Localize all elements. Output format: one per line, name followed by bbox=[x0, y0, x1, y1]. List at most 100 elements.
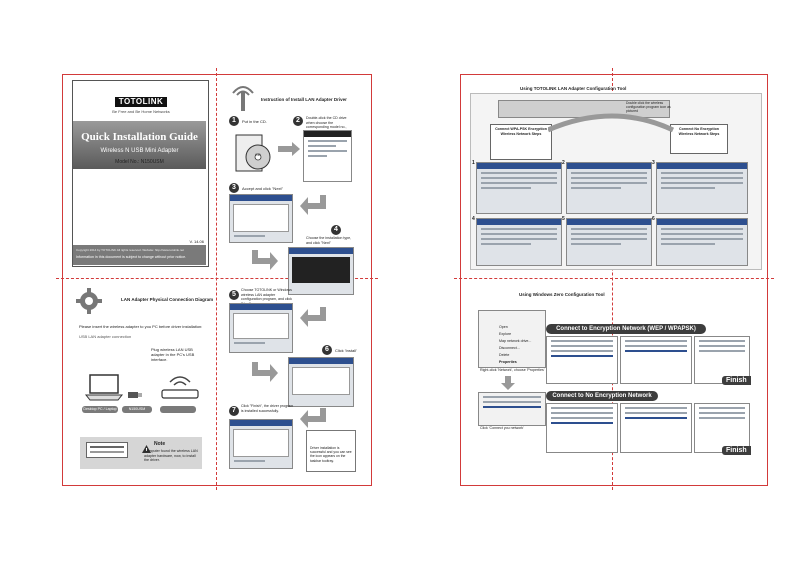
left-callout: Connect WPA-PSK Encryption Wireless Netw… bbox=[490, 124, 552, 160]
config-screenshot-1 bbox=[476, 162, 562, 214]
right-fold-vertical bbox=[612, 68, 613, 490]
brand-logo: TOTOLINK bbox=[115, 97, 167, 107]
config-program-screenshot bbox=[229, 303, 293, 353]
grid-number-1: 1 bbox=[472, 160, 475, 166]
encrypted-network-banner: Connect to Encryption Network (WEP / WPA… bbox=[546, 324, 706, 334]
model-number: Model No.: N150USM bbox=[115, 159, 164, 165]
tray-hint: Double click the wireless configuration … bbox=[626, 101, 671, 114]
gear-icon bbox=[75, 287, 103, 320]
grid-number-2: 2 bbox=[562, 160, 565, 166]
network-context-menu: Open Explore Map network drive... Discon… bbox=[478, 310, 546, 368]
adapter-label: N150USM bbox=[122, 406, 152, 413]
left-fold-horizontal bbox=[56, 278, 378, 279]
arrow-bent-5 bbox=[300, 408, 326, 433]
step-3-text: Accept and click "Next" bbox=[242, 186, 284, 191]
encrypted-step-1 bbox=[546, 336, 618, 384]
open-step-1 bbox=[546, 403, 618, 453]
install-type-screenshot bbox=[288, 247, 354, 295]
open-step-3 bbox=[694, 403, 750, 453]
step-6-text: Click 'Install' bbox=[335, 348, 357, 353]
arrow-down-1 bbox=[501, 376, 515, 395]
config-screenshot-4 bbox=[476, 218, 562, 266]
plug-instruction: Plug wireless LAN USB adapter in the PC'… bbox=[151, 347, 195, 362]
menu-item-properties[interactable]: Properties bbox=[499, 360, 517, 364]
new-hardware-popup bbox=[86, 442, 128, 458]
tray-icon-popup: Driver installation is successful and yo… bbox=[306, 430, 356, 472]
installing-screenshot bbox=[288, 357, 354, 407]
physical-title: LAN Adapter Physical Connection Diagram bbox=[121, 297, 214, 302]
encrypted-step-2 bbox=[620, 336, 692, 384]
step-7-badge: 7 bbox=[229, 406, 239, 416]
note-title: Note bbox=[154, 441, 166, 447]
step-5-badge: 5 bbox=[229, 290, 239, 300]
usb-adapter-icon bbox=[128, 386, 142, 404]
step-3-badge: 3 bbox=[229, 183, 239, 193]
open-network-banner: Connect to No Encryption Network bbox=[546, 391, 658, 401]
antenna-icon bbox=[229, 85, 257, 118]
step-6-badge: 6 bbox=[322, 345, 332, 355]
right-click-text: Right-click 'Network', choose 'Propertie… bbox=[480, 368, 545, 372]
step-1-text: Put in the CD. bbox=[242, 119, 267, 124]
menu-item-map-drive[interactable]: Map network drive... bbox=[499, 339, 532, 343]
network-connections-screenshot bbox=[478, 392, 546, 426]
license-dialog-screenshot bbox=[229, 194, 293, 243]
menu-item-delete[interactable]: Delete bbox=[499, 353, 510, 357]
open-step-2 bbox=[620, 403, 692, 453]
grid-number-5: 5 bbox=[562, 216, 565, 222]
arrow-bent-4 bbox=[252, 362, 278, 387]
config-tool-title: Using TOTOLINK LAN Adapter Configuration… bbox=[520, 86, 627, 91]
grid-number-6: 6 bbox=[652, 216, 655, 222]
zero-config-title: Using Windows Zero Configuration Tool bbox=[519, 292, 605, 297]
curved-arrow-icon bbox=[547, 110, 678, 145]
version: V. 14.06 bbox=[189, 239, 204, 244]
step-1-badge: 1 bbox=[229, 116, 239, 126]
cover-panel: TOTOLINK Be Free and Be Home Networks Qu… bbox=[72, 80, 209, 267]
config-screenshot-3 bbox=[656, 162, 748, 214]
arrow-bent-2 bbox=[252, 250, 278, 275]
physical-sub: USB LAN adapter connection bbox=[79, 334, 132, 339]
copyright: Copyright 2014 by TOTOLINK All rights re… bbox=[76, 248, 184, 252]
note-text: Computer found the wireless LAN adapter … bbox=[144, 449, 198, 462]
cover-title-band: Quick Installation Guide Wireless N USB … bbox=[73, 121, 206, 169]
note-box: Note Computer found the wireless LAN ada… bbox=[80, 437, 202, 469]
config-screenshot-6 bbox=[656, 218, 748, 266]
brand-tagline: Be Free and Be Home Networks bbox=[112, 109, 170, 114]
notice: Information in this document is subject … bbox=[76, 255, 187, 259]
menu-item-open[interactable]: Open bbox=[499, 325, 508, 329]
footer-band: Copyright 2014 by TOTOLINK All rights re… bbox=[73, 245, 206, 265]
finish-dialog-screenshot bbox=[229, 419, 293, 469]
guide-title: Quick Installation Guide bbox=[81, 131, 198, 143]
right-callout-text: Connect No Encryption Wireless Network S… bbox=[678, 127, 720, 136]
config-screenshot-5 bbox=[566, 218, 652, 266]
router-icon bbox=[160, 372, 200, 407]
finish-label-open: Finish bbox=[722, 446, 751, 455]
device-label: Desktop PC / Laptop bbox=[82, 406, 118, 413]
cd-drive-illustration bbox=[232, 131, 276, 180]
autorun-window-screenshot bbox=[303, 130, 352, 182]
adapter-bar bbox=[160, 406, 196, 413]
arrow-right-1 bbox=[278, 142, 300, 161]
install-driver-title: Instruction of Install LAN Adapter Drive… bbox=[261, 97, 347, 102]
step-4-text: Choose the installation type, and click … bbox=[306, 236, 352, 245]
connect-text: Click 'Connect you network' bbox=[480, 426, 524, 430]
step-4-badge: 4 bbox=[331, 225, 341, 235]
left-callout-text: Connect WPA-PSK Encryption Wireless Netw… bbox=[495, 127, 547, 136]
arrow-bent-1 bbox=[300, 195, 326, 220]
right-callout: Connect No Encryption Wireless Network S… bbox=[670, 124, 728, 154]
arrow-bent-3 bbox=[300, 307, 326, 332]
cd-label: CD bbox=[255, 152, 261, 157]
menu-item-explore[interactable]: Explore bbox=[499, 332, 512, 336]
step-2-badge: 2 bbox=[293, 116, 303, 126]
grid-number-4: 4 bbox=[472, 216, 475, 222]
finish-note: Driver installation is successful and yo… bbox=[310, 446, 352, 463]
warning-icon bbox=[142, 440, 151, 458]
finish-label-encrypted: Finish bbox=[722, 376, 751, 385]
menu-item-disconnect[interactable]: Disconnect... bbox=[499, 346, 520, 350]
right-fold-horizontal bbox=[454, 278, 774, 279]
physical-intro: Please insert the wireless adapter to yo… bbox=[79, 324, 203, 329]
left-fold-vertical bbox=[216, 68, 217, 490]
grid-number-3: 3 bbox=[652, 160, 655, 166]
laptop-icon bbox=[84, 373, 124, 408]
step-7-text: Click "Finish", the driver program is in… bbox=[241, 404, 294, 413]
guide-subtitle: Wireless N USB Mini Adapter bbox=[100, 148, 179, 154]
